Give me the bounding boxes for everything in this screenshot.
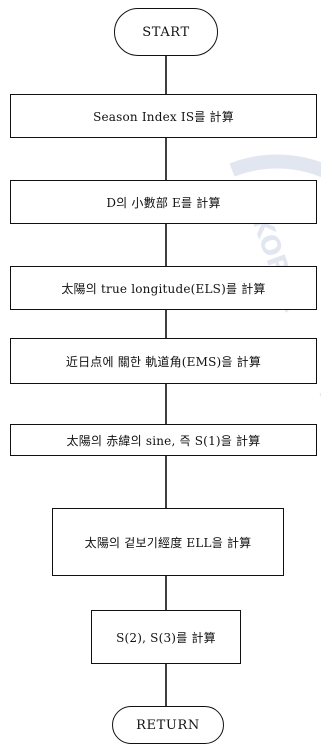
step-4-box: 近日点에 關한 軌道角(EMS)을 計算 [10, 338, 317, 384]
step-1-box: Season Index IS를 計算 [10, 94, 317, 138]
step-5-box: 太陽의 赤緯의 sine, 즉 S(1)을 計算 [10, 424, 317, 456]
step-6-box: 太陽의 겉보기經度 ELL을 計算 [52, 508, 284, 576]
start-terminal: START [114, 8, 218, 56]
step-2-box: D의 小數部 E를 計算 [10, 180, 317, 224]
return-terminal: RETURN [112, 706, 224, 744]
step-7-box: S(2), S(3)를 計算 [91, 610, 241, 664]
step-3-box: 太陽의 true longitude(ELS)를 計算 [10, 266, 317, 310]
